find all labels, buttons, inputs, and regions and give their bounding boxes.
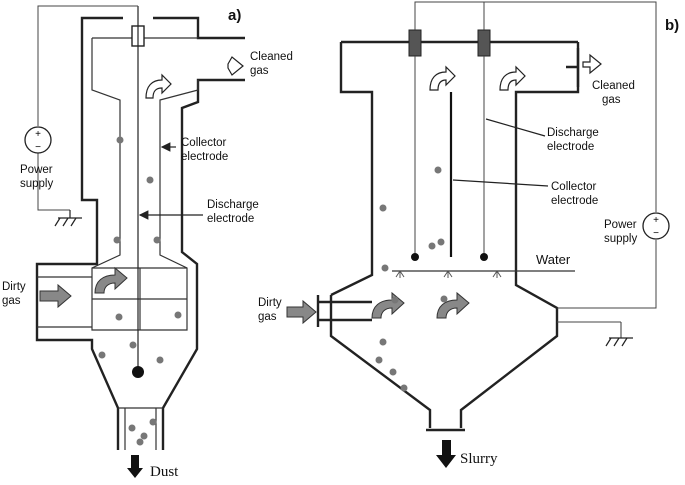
power-label-b: Power <box>604 219 637 231</box>
weight-a <box>132 366 144 378</box>
svg-text:gas: gas <box>258 311 277 323</box>
updraft-arrow-a <box>145 73 172 99</box>
cleaned-gas-label-a: Cleaned <box>250 51 293 63</box>
cleaned-gas-arrow-a <box>227 56 244 76</box>
casing-b <box>329 42 580 428</box>
svg-text:gas: gas <box>602 94 621 106</box>
collector-label-a: Collector <box>181 137 227 149</box>
swirl-arrow-a <box>94 266 128 294</box>
collector-label-b: Collector <box>551 181 597 193</box>
ground-icon-b <box>605 337 633 347</box>
svg-text:electrode: electrode <box>547 141 594 153</box>
swirl-arrow-b1 <box>371 291 405 319</box>
svg-text:−: − <box>653 228 659 239</box>
insulator-b2 <box>477 29 491 57</box>
updraft-arrow-b1 <box>429 65 456 91</box>
svg-text:supply: supply <box>604 233 637 245</box>
slurry-label: Slurry <box>460 451 498 467</box>
dust-arrow <box>127 455 143 478</box>
spray-nozzles <box>395 270 502 278</box>
discharge-label-b: Discharge <box>547 127 599 139</box>
particles-a <box>98 136 182 446</box>
panel-b: + − b) Cleaned gas Discharge electr <box>258 1 679 468</box>
svg-text:−: − <box>35 142 41 153</box>
swirl-arrow-b2 <box>436 291 470 319</box>
cleaned-gas-arrow-b <box>582 53 602 75</box>
water-label: Water <box>536 252 571 267</box>
svg-text:supply: supply <box>20 178 53 190</box>
discharge-label-a: Discharge <box>207 199 259 211</box>
updraft-arrow-b2 <box>499 65 526 91</box>
panel-a-tag: a) <box>228 7 241 24</box>
svg-text:gas: gas <box>2 295 21 307</box>
cleaned-gas-label-b: Cleaned <box>592 80 635 92</box>
particles-b <box>375 166 448 392</box>
power-label-a: Power <box>20 164 53 176</box>
dirty-gas-arrow-a <box>39 283 72 309</box>
svg-text:electrode: electrode <box>181 151 228 163</box>
ground-icon-a <box>54 210 82 227</box>
insulator-b1 <box>408 29 422 57</box>
svg-text:electrode: electrode <box>551 195 598 207</box>
power-supply-icon-a <box>24 126 52 154</box>
slurry-arrow <box>436 440 456 468</box>
dirty-gas-label-b: Dirty <box>258 297 282 309</box>
casing-a-outer <box>35 16 245 450</box>
panel-b-tag: b) <box>665 17 679 34</box>
dirty-gas-label-a: Dirty <box>2 281 26 293</box>
svg-text:electrode: electrode <box>207 213 254 225</box>
svg-text:gas: gas <box>250 65 269 77</box>
dust-label: Dust <box>150 464 179 480</box>
dirty-gas-arrow-b <box>286 299 317 325</box>
panel-a: + − a) Cleaned gas Collector el <box>2 5 293 480</box>
svg-text:+: + <box>653 215 659 226</box>
power-supply-icon-b <box>642 212 670 240</box>
svg-text:+: + <box>35 129 41 140</box>
